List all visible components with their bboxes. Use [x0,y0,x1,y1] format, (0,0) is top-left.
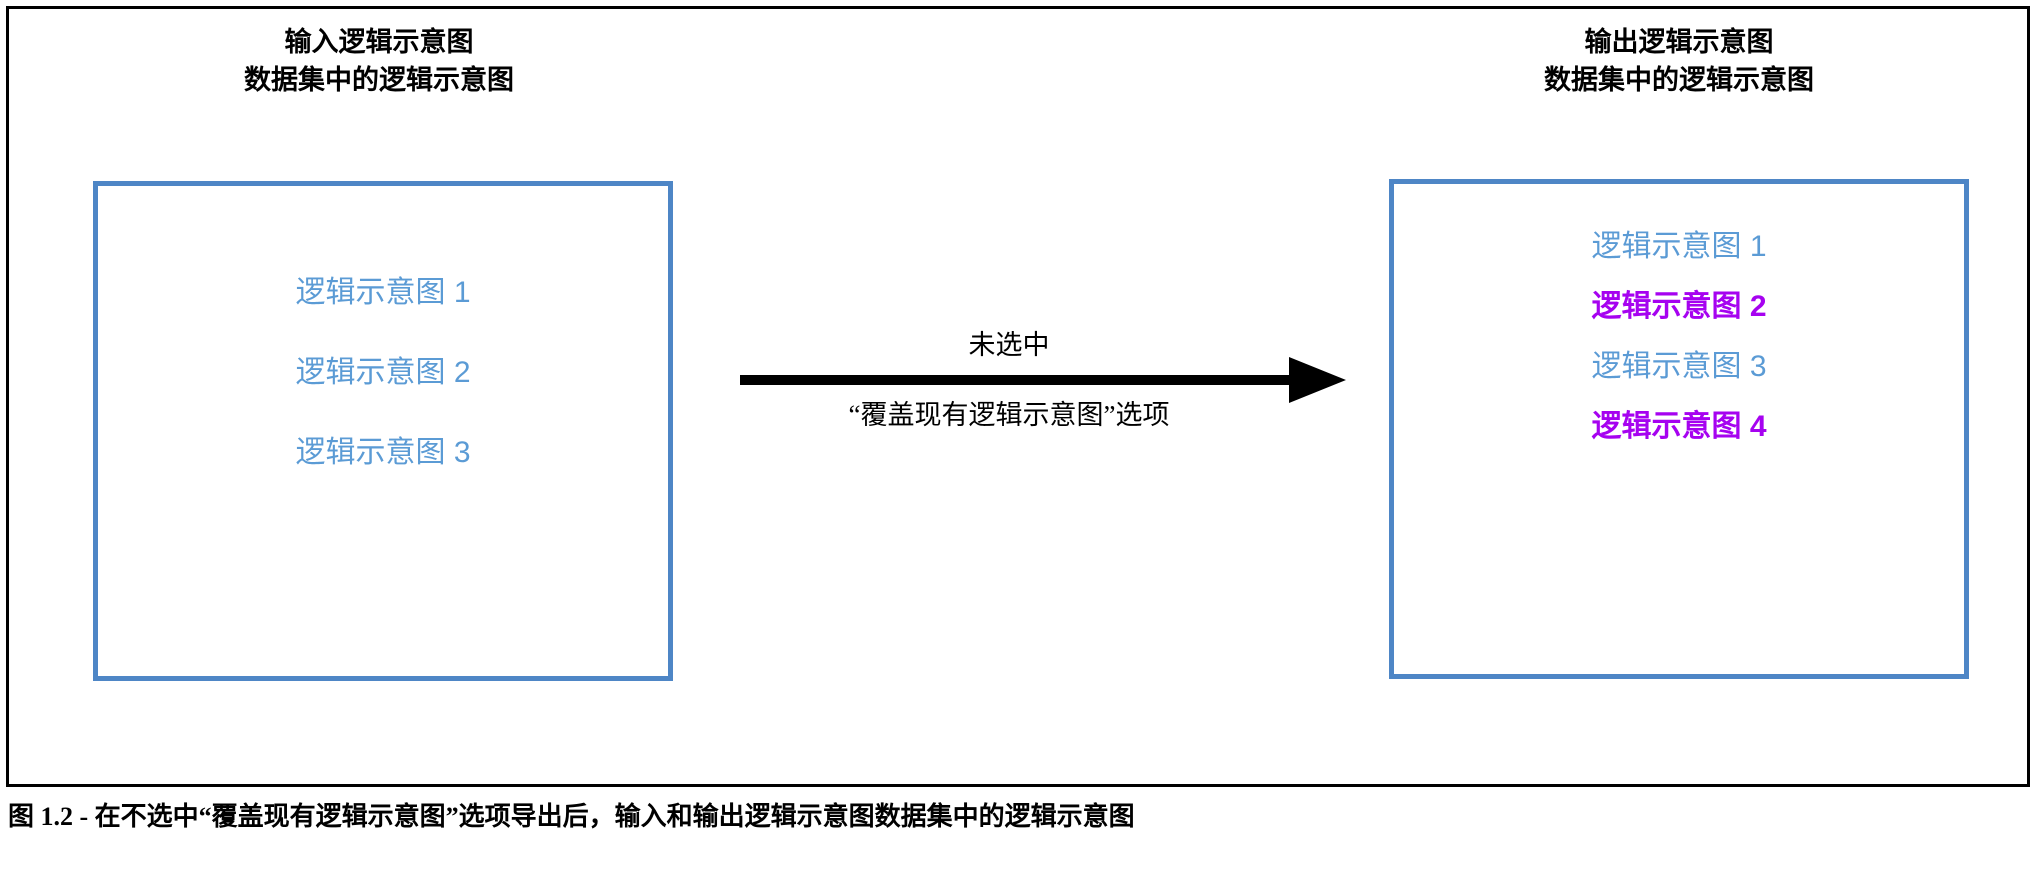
list-item: 逻辑示意图 1 [295,276,471,309]
output-dataset-box: 逻辑示意图 1 逻辑示意图 2 逻辑示意图 3 逻辑示意图 4 [1389,179,1969,679]
output-diagram-list: 逻辑示意图 1 逻辑示意图 2 逻辑示意图 3 逻辑示意图 4 [1394,232,1964,472]
output-panel-heading: 输出逻辑示意图 数据集中的逻辑示意图 [1369,23,1989,99]
list-item: 逻辑示意图 3 [1591,350,1767,383]
figure-caption: 图 1.2 - 在不选中“覆盖现有逻辑示意图”选项导出后，输入和输出逻辑示意图数… [8,802,1135,831]
output-panel-heading-line1: 输出逻辑示意图 [1584,27,1774,57]
list-item: 逻辑示意图 2 [295,356,471,389]
arrow-right-icon [1289,357,1346,403]
list-item: 逻辑示意图 4 [1591,410,1767,443]
transition-label-bottom: “覆盖现有逻辑示意图”选项 [848,400,1170,430]
list-item: 逻辑示意图 2 [1591,290,1767,323]
list-item: 逻辑示意图 3 [295,436,471,469]
input-panel-heading-line2: 数据集中的逻辑示意图 [244,65,514,95]
transition-arrow-group: 未选中 “覆盖现有逻辑示意图”选项 [709,309,1369,469]
list-item: 逻辑示意图 1 [1591,230,1767,263]
transition-label-top: 未选中 [968,330,1050,360]
input-dataset-box: 逻辑示意图 1 逻辑示意图 2 逻辑示意图 3 [93,181,673,681]
figure-frame: 输入逻辑示意图 数据集中的逻辑示意图 输出逻辑示意图 数据集中的逻辑示意图 逻辑… [6,6,2030,787]
arrow-right-icon-shaft [740,375,1295,385]
input-panel-heading-line1: 输入逻辑示意图 [284,27,474,57]
input-diagram-list: 逻辑示意图 1 逻辑示意图 2 逻辑示意图 3 [98,278,668,518]
input-panel-heading: 输入逻辑示意图 数据集中的逻辑示意图 [69,23,689,99]
output-panel-heading-line2: 数据集中的逻辑示意图 [1544,65,1814,95]
